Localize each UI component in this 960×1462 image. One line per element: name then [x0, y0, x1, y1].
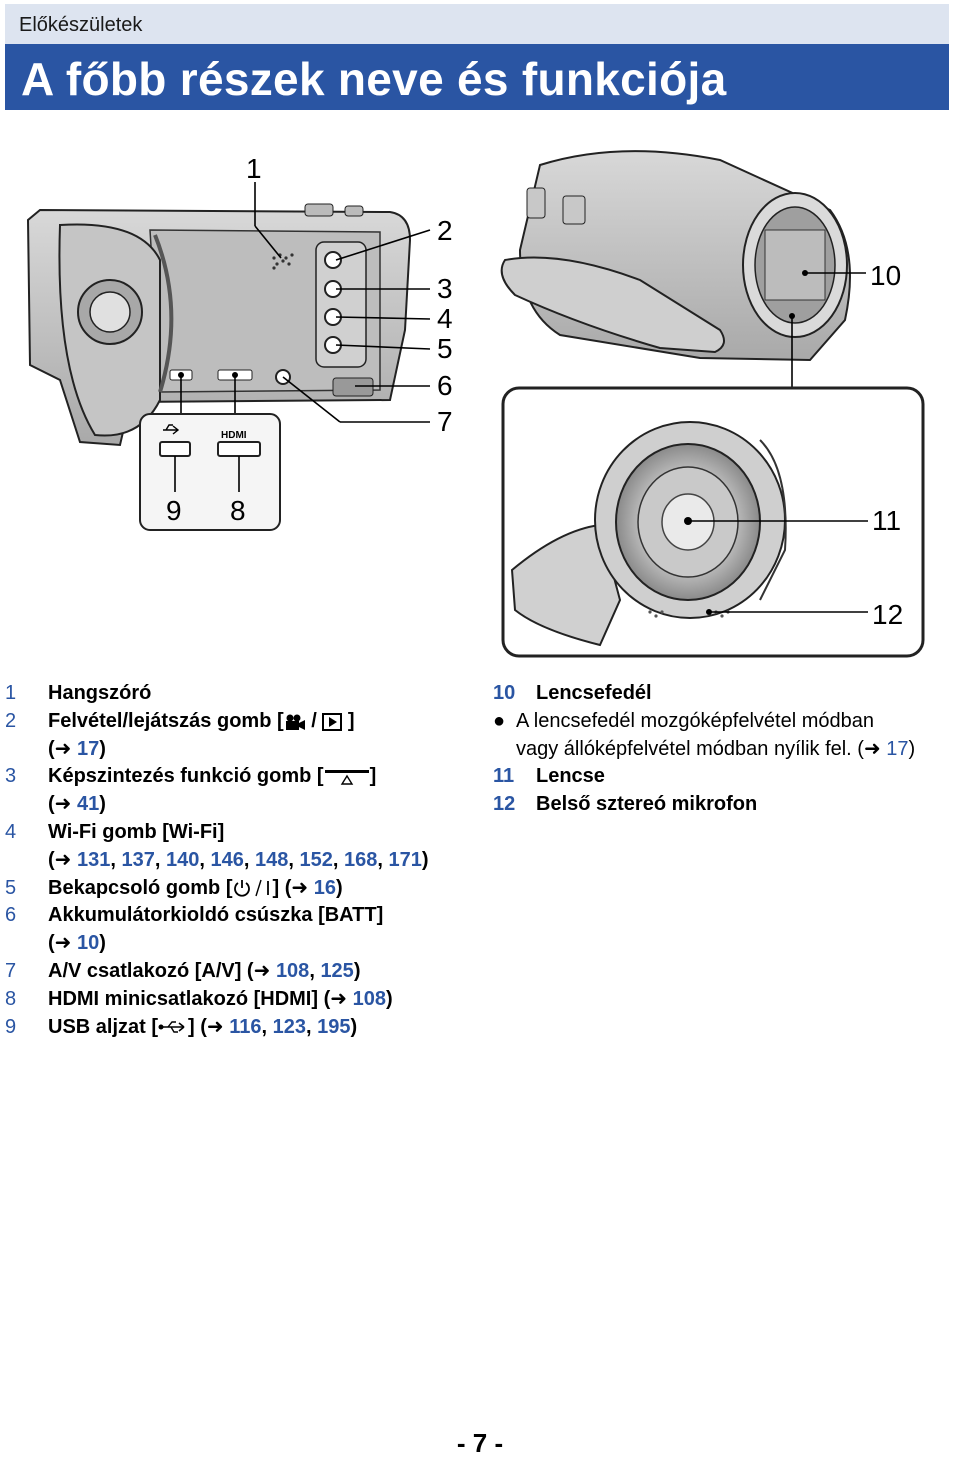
- hdmi-logo: HDMI: [221, 430, 247, 441]
- callout-12: 12: [872, 599, 903, 630]
- list-item: 7 A/V csatlakozó [A/V] (➜ 108, 125): [5, 959, 361, 982]
- page-link[interactable]: 140: [166, 848, 200, 871]
- title-bar: A főbb részek neve és funkciója: [5, 44, 949, 110]
- page-link[interactable]: 137: [121, 848, 155, 871]
- page-link[interactable]: 108: [352, 987, 386, 1010]
- power-icon: [234, 880, 270, 897]
- callout-3: 3: [437, 273, 453, 304]
- lens-front-view: 11 12: [501, 386, 925, 658]
- arrow-icon: ➜: [54, 932, 72, 955]
- page-link[interactable]: 108: [275, 959, 310, 982]
- list-item: 2 Felvétel/lejátszás gomb [ / ] (➜ 17): [5, 709, 355, 760]
- page-link[interactable]: 16: [313, 876, 336, 899]
- callout-7: 7: [437, 406, 453, 437]
- camera-front-angle-view: 10: [500, 150, 901, 388]
- callout-5: 5: [437, 333, 453, 364]
- camera-illustration: HDMI 9 8 1 2 3 4 5 6 7 10: [26, 150, 925, 658]
- list-item: 8 HDMI minicsatlakozó [HDMI] (➜ 108): [5, 987, 393, 1010]
- arrow-icon: ➜: [54, 793, 72, 816]
- list-item: 1 Hangszóró: [5, 682, 152, 704]
- arrow-icon: ➜: [253, 959, 271, 982]
- callout-9: 9: [166, 495, 182, 526]
- list-item: 6 Akkumulátorkioldó csúszka [BATT] (➜ 10…: [5, 904, 384, 955]
- breadcrumb: Előkészületek: [19, 14, 143, 36]
- callout-1: 1: [246, 153, 262, 184]
- page-link[interactable]: 116: [229, 1015, 262, 1038]
- page-link[interactable]: 168: [344, 848, 378, 871]
- page-link[interactable]: 123: [272, 1015, 307, 1038]
- level-shot-icon: [324, 770, 369, 785]
- arrow-icon: ➜: [330, 987, 348, 1010]
- usb-icon: [158, 1021, 185, 1033]
- arrow-icon: ➜: [291, 876, 309, 899]
- list-note: ● A lencsefedél mozgóképfelvétel módban …: [493, 709, 916, 760]
- usb-icon: [163, 424, 180, 435]
- page-link[interactable]: 125: [320, 959, 354, 982]
- page-title: A főbb részek neve és funkciója: [21, 53, 727, 105]
- bullet-icon: ●: [493, 709, 506, 732]
- list-item: 3 Képszintezés funkció gomb [] (➜ 41): [5, 765, 377, 816]
- page-link[interactable]: 10: [77, 932, 100, 955]
- page-link[interactable]: 171: [388, 848, 422, 871]
- callout-8: 8: [230, 495, 246, 526]
- callout-4: 4: [437, 303, 453, 334]
- list-item: 9 USB aljzat [] (➜ 116, 123, 195): [5, 1015, 358, 1038]
- callout-2: 2: [437, 215, 453, 246]
- page-link[interactable]: 17: [886, 737, 909, 760]
- page-link[interactable]: 41: [77, 793, 100, 816]
- page-number: - 7 -: [456, 1428, 504, 1458]
- page-link[interactable]: 131: [77, 848, 111, 871]
- callout-6: 6: [437, 370, 453, 401]
- list-item: 12 Belső sztereó mikrofon: [493, 793, 758, 816]
- arrow-icon: ➜: [863, 737, 881, 760]
- play-icon: [322, 712, 343, 731]
- movie-camera-icon: [285, 714, 305, 730]
- arrow-icon: ➜: [54, 848, 72, 871]
- parts-list-right: 10 Lencsefedél ● A lencsefedél mozgóképf…: [493, 680, 953, 819]
- list-item: 4 Wi-Fi gomb [Wi-Fi] (➜ 131, 137, 140, 1…: [5, 820, 429, 871]
- list-item: 10 Lencsefedél: [493, 682, 652, 704]
- page-link[interactable]: 152: [299, 848, 333, 871]
- breadcrumb-bar: Előkészületek: [5, 4, 949, 44]
- parts-list-left: 1 Hangszóró 2 Felvétel/lejátszás gomb [ …: [5, 680, 475, 1041]
- page-link[interactable]: 148: [255, 848, 289, 871]
- page-link[interactable]: 195: [317, 1015, 351, 1038]
- page-link[interactable]: 146: [210, 848, 244, 871]
- arrow-icon: ➜: [206, 1015, 224, 1038]
- callout-10: 10: [870, 260, 901, 291]
- arrow-icon: ➜: [54, 737, 72, 760]
- page-link[interactable]: 17: [77, 737, 100, 760]
- camera-side-view: HDMI 9 8 1 2 3 4 5 6 7: [26, 153, 453, 531]
- callout-11: 11: [872, 505, 901, 536]
- page-header: Előkészületek A főbb részek neve és funk…: [5, 4, 949, 110]
- camera-figure: HDMI 9 8 1 2 3 4 5 6 7 10: [0, 130, 960, 670]
- list-item: 5 Bekapcsoló gomb [] (➜ 16): [5, 876, 343, 899]
- list-item: 11 Lencse: [493, 765, 605, 788]
